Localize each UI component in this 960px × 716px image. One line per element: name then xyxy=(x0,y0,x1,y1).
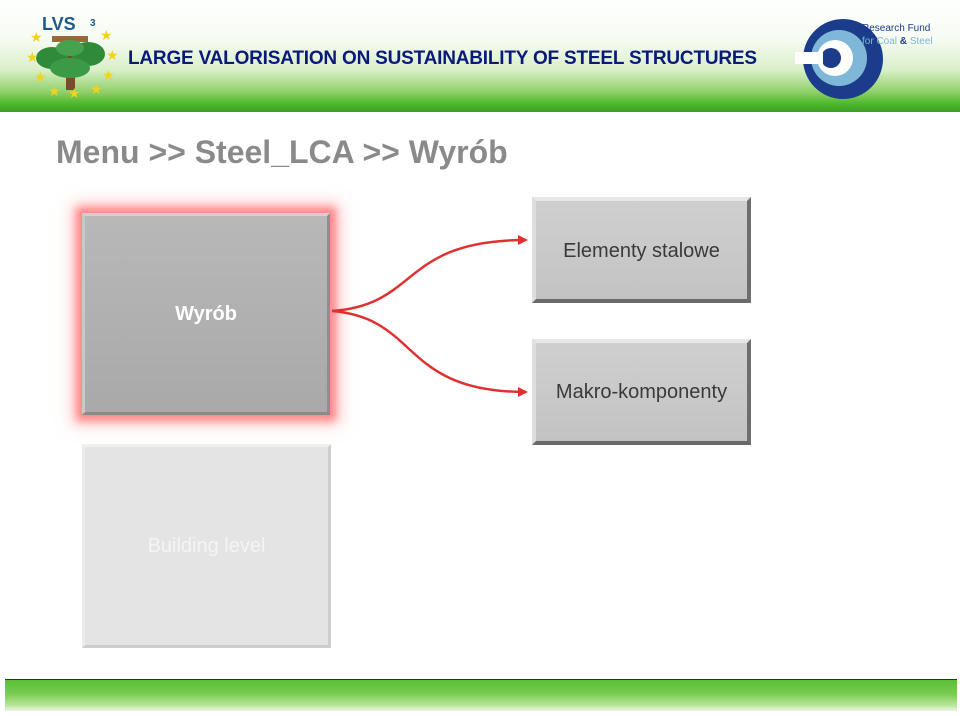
svg-text:★: ★ xyxy=(34,70,47,86)
svg-text:★: ★ xyxy=(106,48,119,64)
breadcrumb: Menu >> Steel_LCA >> Wyrób xyxy=(56,134,508,170)
header-band: ★ ★ ★ ★ ★ ★ ★ ★ ★ LVS 3 LARGE VALORISATI… xyxy=(0,0,960,112)
svg-text:★: ★ xyxy=(100,28,113,44)
lvs-logo-superscript: 3 xyxy=(90,18,96,29)
option-elementy-stalowe-button[interactable]: Elementy stalowe xyxy=(532,197,751,303)
lvs3-logo-icon: ★ ★ ★ ★ ★ ★ ★ ★ ★ LVS 3 xyxy=(26,14,119,98)
svg-text:★: ★ xyxy=(30,30,43,46)
building-level-label: Building level xyxy=(147,534,266,557)
rfcs-logo-text: Research Fund for Coal & Steel xyxy=(862,22,933,48)
footer-divider xyxy=(5,679,957,680)
footer-band xyxy=(5,680,957,711)
arrow-to-makro xyxy=(331,309,528,397)
product-box-selected[interactable]: Wyrób xyxy=(82,213,330,415)
svg-text:★: ★ xyxy=(102,68,115,84)
rfcs-logo-line2-part2: Steel xyxy=(909,36,933,47)
svg-text:★: ★ xyxy=(90,82,103,98)
product-box-label: Wyrób xyxy=(175,302,237,325)
header-title: LARGE VALORISATION ON SUSTAINABILITY OF … xyxy=(128,48,757,69)
option-makro-komponenty-button[interactable]: Makro-komponenty xyxy=(532,339,751,445)
option-makro-komponenty-label: Makro-komponenty xyxy=(555,381,728,403)
rfcs-logo-line2-part1: for Coal xyxy=(862,36,898,47)
svg-text:★: ★ xyxy=(48,84,61,98)
svg-text:★: ★ xyxy=(68,86,81,98)
lvs-logo-text: LVS xyxy=(42,14,76,34)
rfcs-logo-icon xyxy=(795,19,883,99)
svg-text:★: ★ xyxy=(26,50,39,66)
rfcs-logo-amp: & xyxy=(899,36,908,47)
arrow-to-elementy xyxy=(331,235,528,313)
building-level-button[interactable]: Building level xyxy=(82,444,331,648)
rfcs-logo-line1: Research Fund xyxy=(862,23,931,34)
option-elementy-stalowe-label: Elementy stalowe xyxy=(563,240,720,262)
